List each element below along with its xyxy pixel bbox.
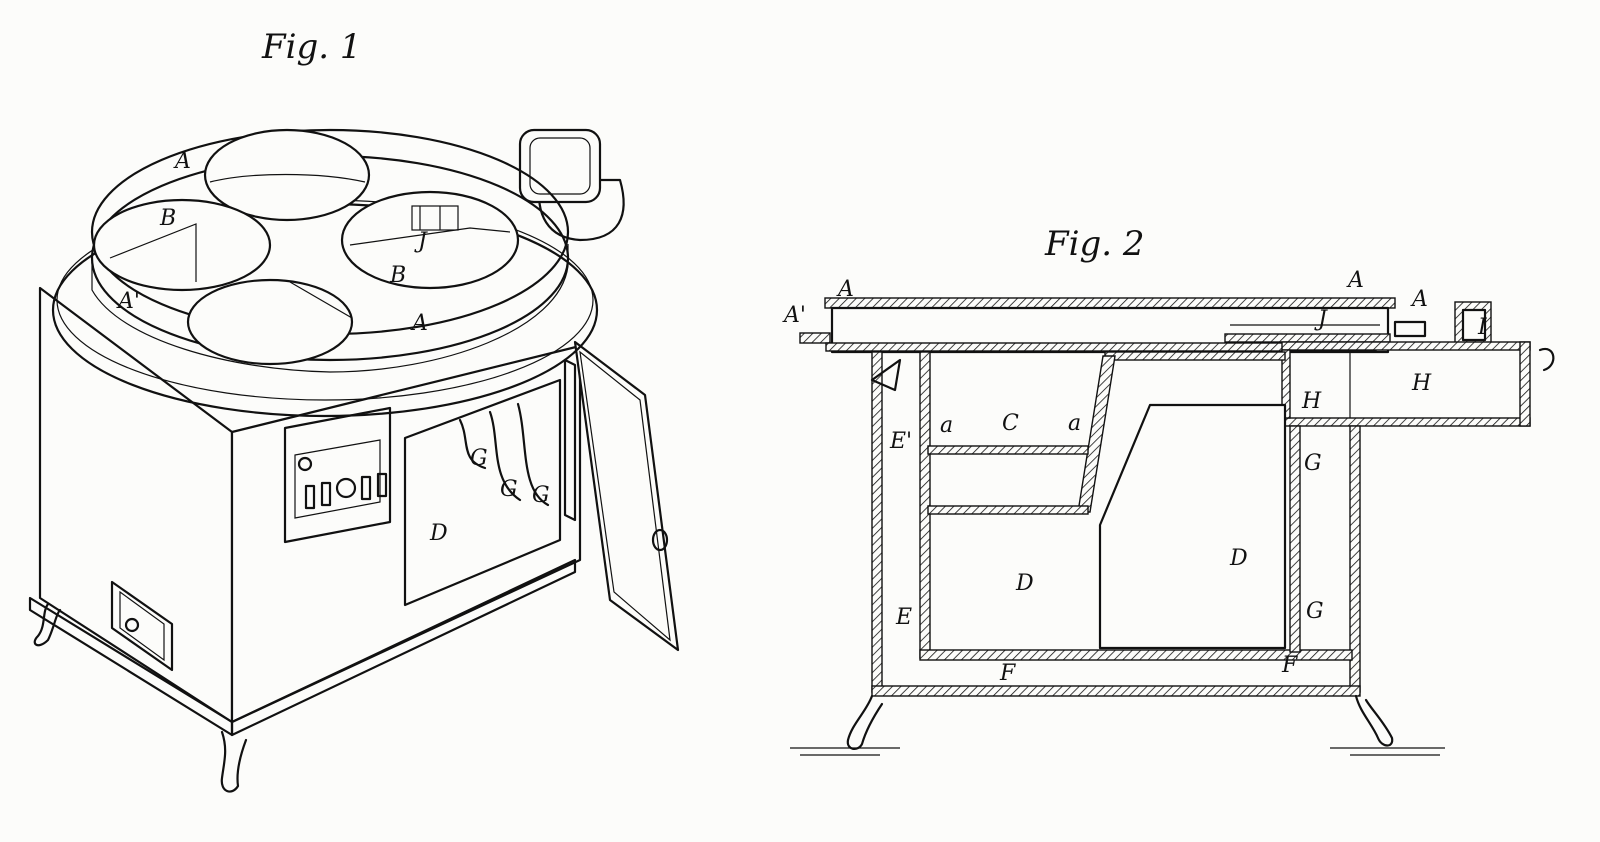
fig1-label-B-left: B: [159, 206, 176, 231]
figure-2: Fig. 2: [782, 224, 1555, 756]
fig2-label-A-left: A: [836, 277, 854, 302]
fig2-label-I: I: [1477, 315, 1488, 340]
fig2-label-A-mid: A: [1346, 268, 1364, 293]
revolving-top-plate: [90, 128, 570, 373]
fig1-title: Fig. 1: [261, 27, 361, 67]
fig1-label-J: J: [414, 229, 428, 254]
front-damper-plate: [283, 406, 392, 544]
fig2-label-D-left: D: [1015, 571, 1034, 596]
section-oven: [919, 351, 1353, 661]
fig1-label-G-3: G: [532, 483, 550, 508]
section-casing: [870, 351, 1361, 697]
fig2-label-A-prime: A': [782, 303, 806, 328]
fig2-label-H-left: H: [1301, 389, 1322, 414]
oven-cavity: [403, 378, 562, 607]
fig2-label-A-right: A: [1410, 287, 1428, 312]
ash-drawer: [110, 580, 174, 672]
fig1-label-A-prime: A': [116, 289, 140, 314]
fig2-label-G-top: G: [1304, 451, 1322, 476]
fig2-label-a-left: a: [940, 413, 953, 438]
fig2-label-E-top: E': [889, 429, 912, 454]
fig2-label-E-bottom: E: [895, 605, 912, 630]
fig2-label-F-right: F: [1281, 653, 1298, 678]
fig1-label-A-bottom: A: [410, 311, 428, 336]
figure-1: Fig. 1: [28, 27, 680, 793]
fig2-label-H-right: H: [1411, 371, 1432, 396]
fig1-label-A: A: [173, 149, 191, 174]
fig2-label-a-right: a: [1068, 411, 1081, 436]
fig2-label-G-bottom: G: [1306, 599, 1324, 624]
fig2-title: Fig. 2: [1044, 224, 1144, 264]
fig1-label-G-2: G: [500, 477, 518, 502]
fig2-label-J: J: [1314, 307, 1328, 332]
fig1-label-B-right: B: [389, 263, 406, 288]
fig2-label-F-left: F: [999, 661, 1016, 686]
section-flue: [1281, 301, 1555, 427]
pipe-collar: [518, 128, 625, 242]
fig2-label-C: C: [1002, 411, 1019, 436]
fig2-label-D-right: D: [1229, 546, 1248, 571]
fig1-label-D: D: [429, 521, 448, 546]
oven-door: [563, 340, 680, 652]
section-legs: [790, 694, 1445, 756]
fig1-label-G-1: G: [470, 446, 488, 471]
